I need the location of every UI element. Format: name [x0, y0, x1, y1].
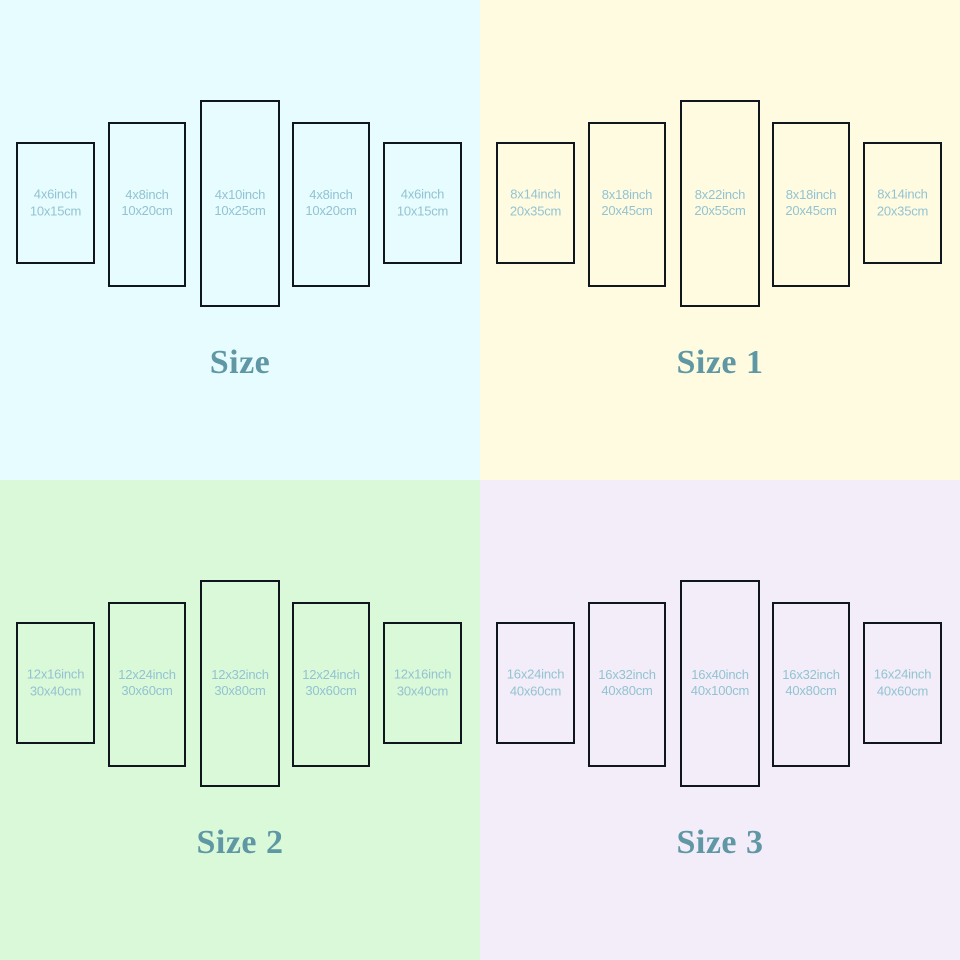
frame-size-cm: 20x35cm — [509, 203, 562, 218]
frame-size-cm: 30x40cm — [396, 683, 449, 698]
frame-size-inch: 4x6inch — [33, 186, 78, 202]
frame-size-cm: 40x60cm — [509, 683, 562, 698]
frame-size-cm: 10x15cm — [29, 203, 82, 218]
frame-size-cm: 10x25cm — [214, 203, 266, 218]
frame-size-cm: 40x80cm — [785, 683, 837, 698]
frame-size-inch: 4x8inch — [309, 186, 353, 202]
frame-size-cm: 20x45cm — [785, 203, 837, 218]
frame-size-inch: 8x14inch — [510, 186, 561, 202]
frame-size-inch: 16x32inch — [598, 666, 656, 682]
frame-size-inch: 12x24inch — [302, 666, 360, 682]
frame-size-cm: 30x80cm — [214, 683, 266, 698]
frame-size-inch: 12x16inch — [26, 666, 85, 682]
frame-size-cm: 40x60cm — [876, 683, 929, 698]
frame-size-inch: 8x18inch — [601, 186, 653, 202]
frame-size-inch: 8x14inch — [877, 186, 928, 202]
frame-size-inch: 4x10inch — [214, 186, 266, 202]
panel-title: Size 2 — [196, 824, 284, 861]
frame-size-cm: 10x20cm — [305, 203, 357, 218]
panel-title: Size 1 — [676, 344, 764, 381]
frame-size-inch: 16x24inch — [506, 666, 565, 682]
frame-size-cm: 30x60cm — [305, 683, 357, 698]
frame-size-inch: 16x40inch — [691, 666, 749, 682]
frame-size-inch: 4x8inch — [125, 186, 169, 202]
frame-size-inch: 12x16inch — [393, 666, 452, 682]
frame-size-cm: 30x40cm — [29, 683, 82, 698]
frame-size-inch: 4x6inch — [400, 186, 445, 202]
frame-size-inch: 16x32inch — [782, 666, 840, 682]
frame-size-inch: 8x22inch — [694, 186, 746, 202]
frame-size-cm: 40x100cm — [690, 683, 750, 698]
frame-size-cm: 20x45cm — [601, 203, 653, 218]
frame-size-cm: 20x35cm — [876, 203, 929, 218]
frame-size-cm: 40x80cm — [601, 683, 653, 698]
frame-size-inch: 12x24inch — [118, 666, 176, 682]
frame-size-inch: 16x24inch — [873, 666, 932, 682]
frame-size-cm: 10x20cm — [121, 203, 173, 218]
panel-title: Size 3 — [676, 824, 764, 861]
frame-size-cm: 20x55cm — [694, 203, 746, 218]
frame-size-cm: 30x60cm — [121, 683, 173, 698]
frame-size-cm: 10x15cm — [396, 203, 449, 218]
panel-title: Size — [209, 344, 271, 381]
frame-size-inch: 8x18inch — [785, 186, 837, 202]
frame-size-inch: 12x32inch — [211, 666, 269, 682]
